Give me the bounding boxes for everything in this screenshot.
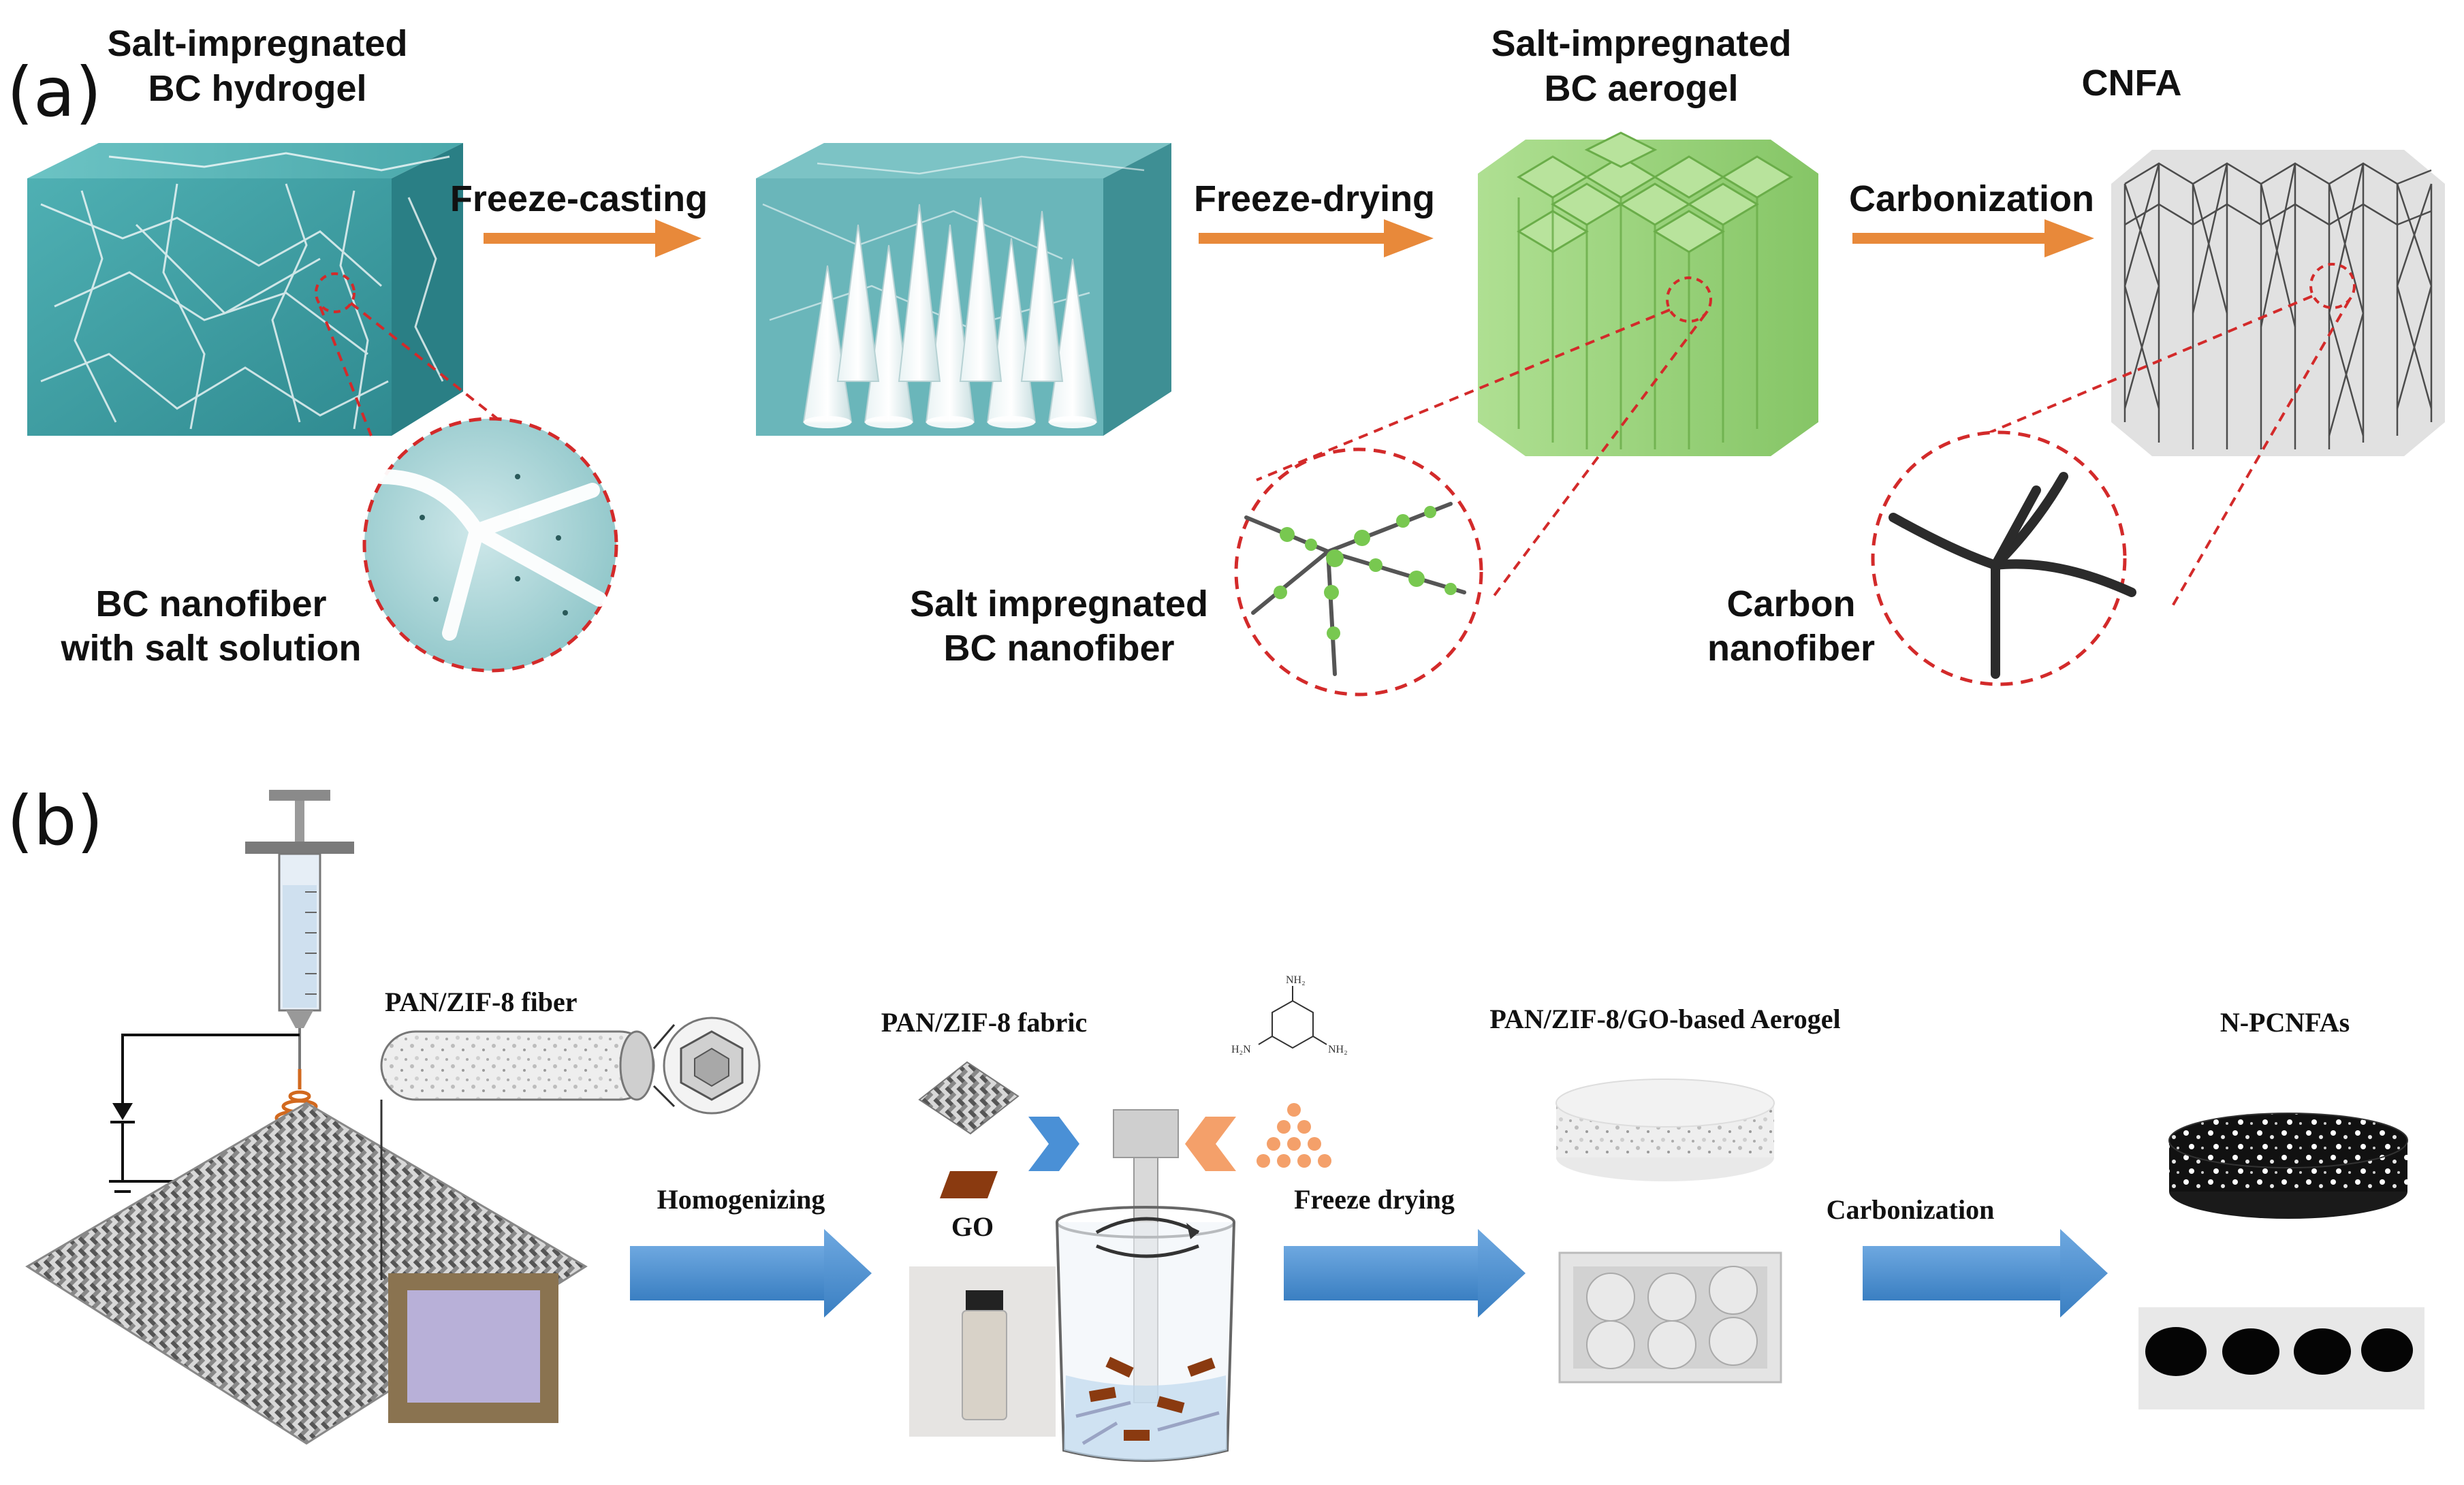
melamine-nh2-top: NH₂ [1286,974,1306,986]
go-label: GO [951,1211,994,1242]
callout-salt-nanofiber-line2: BC nanofiber [943,628,1174,669]
fabric-photo [388,1273,558,1423]
blue-chevron-icon [1028,1117,1079,1171]
aerogel-title-line1: Salt-impregnated [1491,23,1791,64]
panel-b-label: (b) [7,781,104,861]
pan-zif-fiber-label: PAN/ZIF-8 fiber [385,987,578,1017]
orange-chevron-icon [1185,1117,1236,1171]
npcnfa-disc [2168,1113,2408,1219]
aerogel-disc [1555,1079,1775,1181]
hydrogel-title-line2: BC hydrogel [148,68,366,109]
fabric-piece [918,1061,1020,1135]
aerogel-title-line2: BC aerogel [1544,68,1738,109]
arrow-carbonization [1852,219,2094,257]
zoom-circle-carbon-nanofiber [1871,430,2136,686]
fiber-cylinder [380,1030,655,1101]
aerogel-tray-photo [1558,1251,1782,1384]
panel-b: (b) [7,781,2424,1462]
step-carbonization-b-label: Carbonization [1827,1194,1995,1225]
panel-a: (a) Salt-impregnated BC hydrogel Salt-im… [7,23,2445,697]
go-vial-photo [909,1266,1056,1437]
zoom-circle-bc-nanofiber [362,417,618,673]
step-homogenizing-label: Homogenizing [657,1184,825,1215]
arrow-carbonization-b [1863,1229,2108,1318]
hydrogel-title-line1: Salt-impregnated [107,23,407,64]
collector-fiber-mat [25,1102,588,1445]
go-flake [940,1171,998,1198]
melamine-molecule: NH₂ H₂N NH₂ [1231,974,1348,1055]
step-freeze-casting-label: Freeze-casting [450,178,708,219]
melamine-nh2-right: NH₂ [1328,1044,1348,1055]
callout-bc-nanofiber-line1: BC nanofiber [95,584,326,624]
arrow-freeze-drying-b [1284,1229,1526,1318]
zif8-crystal [663,1017,761,1115]
aerogel-label: PAN/ZIF-8/GO-based Aerogel [1489,1004,1840,1034]
callout-carbon-nanofiber-line2: nanofiber [1707,628,1875,669]
callout-carbon-nanofiber-line1: Carbon [1727,584,1856,624]
syringe [245,790,354,1069]
aerogel-honeycomb [1478,131,1818,456]
freeze-cast-block [756,143,1171,436]
zoom-circle-salt-nanofiber [1234,447,1483,697]
npcnfa-pellets-photo [2138,1307,2424,1409]
panel-a-label: (a) [7,52,101,132]
step-carbonization-label: Carbonization [1849,178,2094,219]
npcnfas-label: N-PCNFAs [2220,1007,2350,1038]
callout-salt-nanofiber-line1: Salt impregnated [910,584,1208,624]
arrow-freeze-drying [1199,219,1434,257]
beaker [1056,1206,1235,1462]
callout-bc-nanofiber-line2: with salt solution [61,628,362,669]
arrow-freeze-casting [484,219,701,257]
melamine-particles [1257,1103,1331,1168]
arrow-homogenizing [630,1229,872,1318]
step-freeze-drying-label: Freeze-drying [1194,178,1435,219]
cnfa-title: CNFA [2082,63,2182,103]
cnfa-wireframe [2111,150,2445,456]
pan-zif-fabric-label: PAN/ZIF-8 fabric [881,1007,1088,1038]
hydrogel-block [27,143,463,436]
melamine-h2n-left: H₂N [1231,1044,1251,1055]
step-freeze-drying-b-label: Freeze drying [1294,1184,1455,1215]
